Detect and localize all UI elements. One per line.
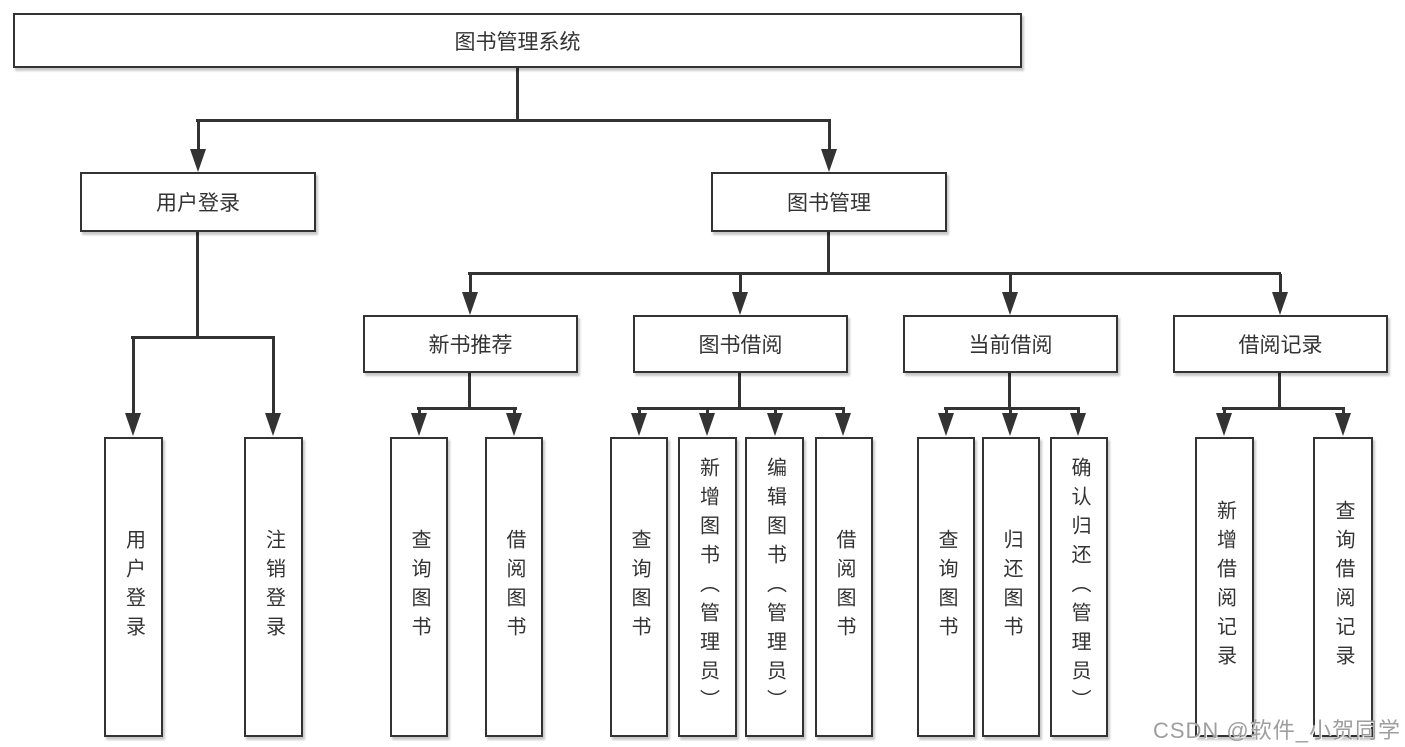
node-leaf-logout: 注销登录	[244, 437, 303, 737]
node-leaf-query-books-borrow: 查询图书	[610, 437, 668, 737]
node-new-book-recommend: 新书推荐	[363, 315, 578, 373]
node-label: 归还图书	[1000, 529, 1022, 645]
arrow-down-icon	[1271, 274, 1289, 315]
csdn-watermark: CSDN @软件_小贺同学	[1152, 718, 1401, 743]
node-book-borrowing: 图书借阅	[633, 315, 848, 373]
node-leaf-query-books-new: 查询图书	[390, 437, 448, 737]
connector-user-login-stub	[196, 232, 199, 339]
node-leaf-add-borrow-record: 新增借阅记录	[1195, 437, 1254, 737]
arrow-down-icon	[505, 409, 523, 436]
connector-records-split	[1222, 407, 1345, 410]
arrow-down-icon	[1001, 409, 1019, 436]
node-label: 编辑图书（管理员）	[763, 456, 786, 718]
arrow-down-icon	[766, 409, 784, 436]
node-leaf-borrow-books-new: 借阅图书	[485, 437, 543, 737]
node-borrow-records: 借阅记录	[1173, 315, 1388, 373]
node-leaf-query-borrow-record: 查询借阅记录	[1313, 437, 1373, 737]
arrow-down-icon	[834, 409, 852, 436]
connector-level2-split	[468, 272, 1281, 275]
node-leaf-edit-books-admin: 编辑图书（管理员）	[745, 437, 804, 737]
node-label: 借阅图书	[833, 529, 855, 645]
arrow-down-icon	[461, 274, 479, 315]
node-label: 借阅记录	[1238, 334, 1323, 357]
node-book-management: 图书管理	[711, 172, 947, 232]
arrow-down-icon	[630, 409, 648, 436]
node-leaf-return-books: 归还图书	[982, 437, 1040, 737]
connector-root-stub	[516, 68, 519, 122]
connector-book-borrow-split	[637, 407, 845, 410]
connector-level1-split	[196, 119, 831, 122]
node-label: 查询借阅记录	[1332, 500, 1354, 674]
node-label: 注销登录	[262, 529, 285, 645]
connector-new-books-split	[417, 407, 517, 410]
node-label: 新增图书（管理员）	[696, 456, 719, 718]
node-leaf-borrow-books: 借阅图书	[815, 437, 873, 737]
connector-current-borrow-split	[944, 407, 1080, 410]
node-leaf-query-books-current: 查询图书	[917, 437, 975, 737]
node-current-borrowing: 当前借阅	[903, 315, 1118, 373]
arrow-down-icon	[1001, 274, 1019, 315]
node-label: 查询图书	[935, 529, 957, 645]
arrow-down-icon	[189, 121, 207, 172]
node-label: 新书推荐	[428, 334, 513, 357]
node-root-system: 图书管理系统	[13, 13, 1022, 68]
connector-user-login-split	[131, 336, 275, 339]
node-label: 借阅图书	[503, 529, 525, 645]
connector-records-stub	[1278, 373, 1281, 410]
arrow-down-icon	[698, 409, 716, 436]
connector-book-borrow-stub	[738, 373, 741, 410]
arrow-down-icon	[1069, 409, 1087, 436]
node-label: 用户登录	[122, 529, 145, 645]
arrow-down-icon	[1334, 409, 1352, 436]
connector-current-borrow-stub	[1008, 373, 1011, 410]
arrow-down-icon	[410, 409, 428, 436]
arrow-down-icon	[1215, 409, 1233, 436]
node-label: 用户登录	[156, 192, 240, 215]
arrow-down-icon	[264, 338, 282, 436]
node-label: 图书管理	[787, 192, 871, 215]
arrow-down-icon	[124, 338, 142, 436]
node-leaf-add-books-admin: 新增图书（管理员）	[678, 437, 737, 737]
node-label: 新增借阅记录	[1213, 500, 1236, 674]
connector-new-books-stub	[468, 373, 471, 410]
node-label: 图书借阅	[698, 334, 783, 357]
node-label: 当前借阅	[968, 334, 1053, 357]
node-label: 查询图书	[628, 529, 650, 645]
node-label: 确认归还（管理员）	[1068, 456, 1090, 718]
node-leaf-confirm-return-admin: 确认归还（管理员）	[1050, 437, 1108, 737]
node-user-login: 用户登录	[80, 172, 316, 232]
node-label: 查询图书	[408, 529, 430, 645]
arrow-down-icon	[820, 121, 838, 172]
node-label: 图书管理系统	[454, 30, 581, 54]
arrow-down-icon	[731, 274, 749, 315]
arrow-down-icon	[937, 409, 955, 436]
connector-book-mgmt-stub	[827, 232, 830, 275]
node-leaf-user-login: 用户登录	[104, 437, 163, 737]
